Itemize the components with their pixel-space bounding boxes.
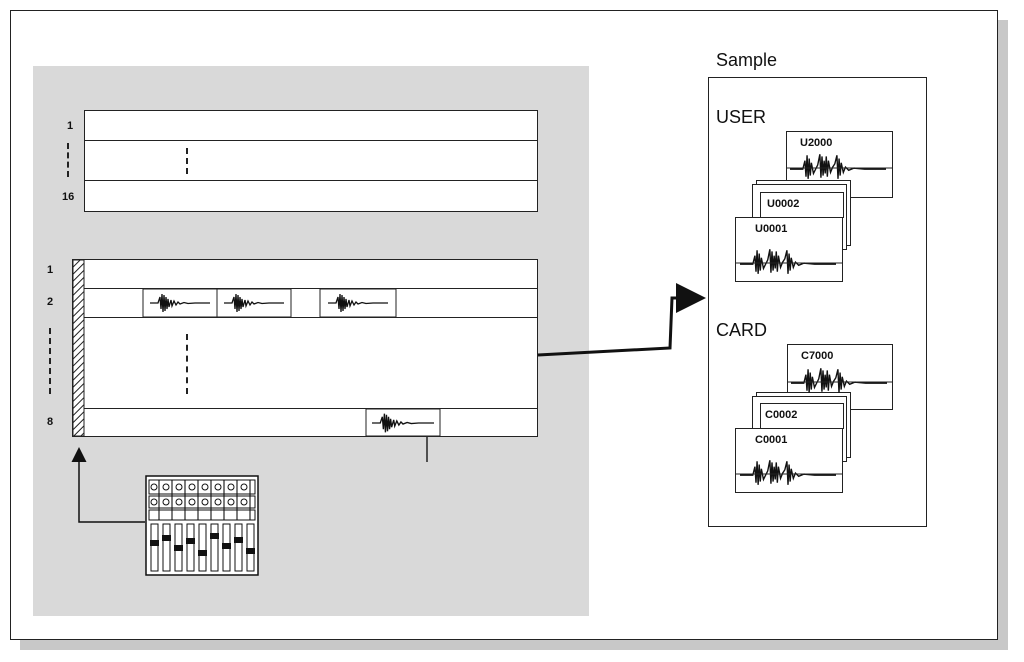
lane-8-clip [365, 408, 441, 462]
lane-divider [84, 408, 538, 409]
user-label: USER [716, 107, 767, 127]
lane-index-ellipsis [49, 328, 51, 394]
waveform-icon [739, 248, 837, 275]
track-index-ellipsis [67, 143, 69, 177]
sample-card-card [735, 428, 843, 493]
lane-hatch-strip [72, 259, 85, 437]
lane-divider [84, 317, 538, 318]
lane-label-1: 1 [47, 264, 54, 276]
sample-name-c0002: C0002 [765, 409, 798, 421]
sample-name-u0001: U0001 [755, 223, 788, 235]
sample-name-u0002: U0002 [767, 198, 800, 210]
waveform-icon [789, 153, 887, 180]
card-label: CARD [716, 320, 768, 340]
track-label-first: 1 [67, 120, 74, 132]
sample-title: Sample [716, 50, 778, 70]
track-divider [84, 140, 538, 141]
waveform-icon [790, 367, 888, 394]
track-divider [84, 180, 538, 181]
arrow-icon [71, 447, 145, 523]
sample-name-c0001: C0001 [755, 434, 788, 446]
lane-label-8: 8 [47, 416, 54, 428]
track-label-last: 16 [62, 191, 75, 203]
lane-label-2: 2 [47, 296, 54, 308]
track-block [84, 110, 538, 212]
track-ellipsis [186, 148, 188, 174]
waveform-icon [739, 459, 837, 486]
sample-name-c7000: C7000 [801, 350, 834, 362]
arrow-icon [537, 283, 706, 357]
sample-card-user [735, 217, 843, 282]
sample-card-user [760, 192, 844, 218]
lane-divider [84, 288, 538, 289]
lane-2-clips [142, 288, 397, 318]
lane-ellipsis [186, 334, 188, 394]
sample-name-u2000: U2000 [800, 137, 833, 149]
mixer-icon [145, 475, 259, 576]
